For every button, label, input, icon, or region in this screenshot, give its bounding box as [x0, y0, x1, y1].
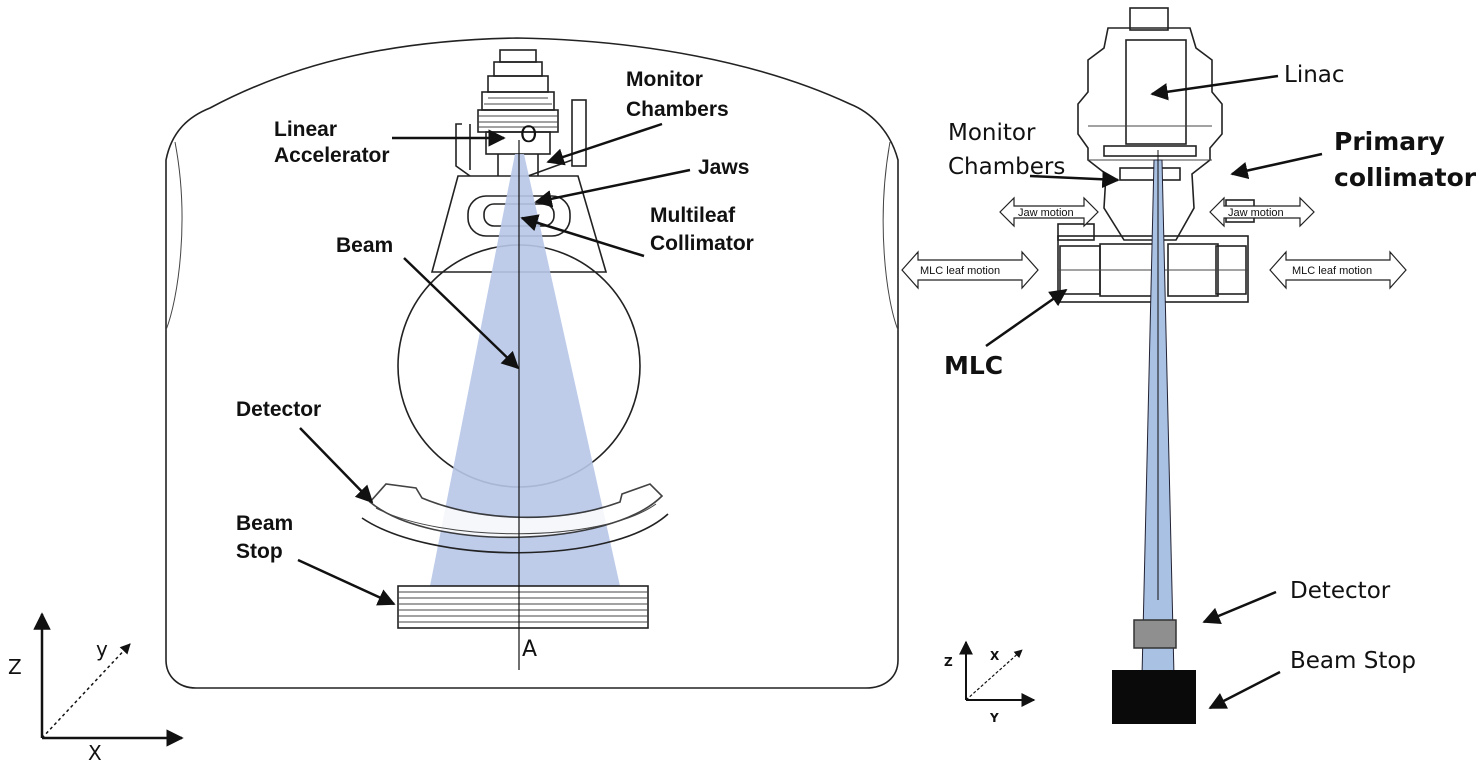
monitor-chambers-right-label-line1: Monitor: [948, 120, 1036, 146]
monitor-chambers-label-line2: Chambers: [626, 98, 729, 121]
multileaf-collimator-label-line2: Collimator: [650, 232, 754, 255]
right-axis-z-label: Z: [944, 655, 953, 669]
detector-right-label: Detector: [1290, 578, 1391, 604]
beam-stop-label-line1: Beam: [236, 512, 293, 535]
beam-label: Beam: [336, 234, 393, 257]
linac-housing: [1077, 27, 1223, 241]
linear-accelerator-label-line2: Accelerator: [274, 144, 390, 167]
primary-collimator-arrow: [1230, 152, 1323, 180]
svg-text:MLC leaf motion: MLC leaf motion: [1292, 265, 1372, 277]
beam-stop-block: [397, 585, 649, 629]
beam-stop-block-right: [1112, 670, 1196, 724]
beam-stop-right-arrow: [1208, 670, 1281, 710]
mlc-assembly: [1057, 199, 1255, 303]
left-axis-x-label: X: [88, 741, 102, 764]
mlc-arrow: [985, 288, 1068, 348]
point-a-label: A: [522, 637, 537, 662]
jaws-arrow: [534, 168, 691, 208]
jaw-motion-left-arrow: Jaw motion: [999, 196, 1099, 228]
detector-arc: [368, 483, 664, 539]
left-gantry-diagram: O A Linear Accelerator Monitor Chambers …: [8, 37, 899, 764]
beam-stop-arrow: [297, 558, 396, 606]
monitor-chambers-right-arrow: [1029, 170, 1120, 189]
primary-collimator-label-line2: collimator: [1334, 163, 1476, 192]
left-axis-y-label: y: [96, 637, 108, 661]
mlc-label: MLC: [944, 351, 1003, 380]
detector-block: [1133, 619, 1177, 649]
multileaf-collimator-arrow: [520, 214, 645, 258]
beam-stop-label-line2: Stop: [236, 540, 283, 563]
radiation-beam: [430, 154, 620, 586]
mlc-motion-right-arrow: MLC leaf motion: [1269, 250, 1407, 290]
linac-label: Linac: [1284, 62, 1345, 88]
beam-arrow: [403, 257, 520, 370]
right-axis-y-label: Y: [989, 711, 999, 725]
monitor-chambers-arrow: [546, 122, 663, 166]
detector-right-arrow: [1202, 590, 1277, 625]
right-axis-x-label: X: [990, 649, 1000, 663]
right-linac-diagram: Jaw motion Jaw motion MLC leaf motion ML…: [901, 7, 1476, 725]
multileaf-collimator-label-line1: Multileaf: [650, 204, 736, 227]
linac-arrow: [1150, 74, 1279, 101]
detector-arrow: [299, 427, 374, 504]
right-axes-triad: Z X Y: [944, 640, 1036, 725]
monitor-chambers-label-line1: Monitor: [626, 68, 703, 91]
left-axis-z-label: Z: [8, 655, 22, 679]
svg-text:MLC leaf motion: MLC leaf motion: [920, 265, 1000, 277]
linear-accelerator-label-line1: Linear: [274, 118, 337, 141]
mlc-motion-left-arrow: MLC leaf motion: [901, 250, 1039, 290]
point-o-label: O: [520, 123, 537, 148]
primary-collimator-label-line1: Primary: [1334, 127, 1445, 156]
svg-text:Jaw motion: Jaw motion: [1018, 207, 1074, 219]
gantry-housing: [165, 37, 899, 689]
beam-stop-right-label: Beam Stop: [1290, 648, 1416, 674]
left-axes-triad: Z y X: [8, 612, 184, 764]
svg-text:Jaw motion: Jaw motion: [1228, 207, 1284, 219]
jaw-motion-right-arrow: Jaw motion: [1209, 196, 1315, 228]
detector-label: Detector: [236, 398, 321, 421]
jaws-label: Jaws: [698, 156, 749, 179]
